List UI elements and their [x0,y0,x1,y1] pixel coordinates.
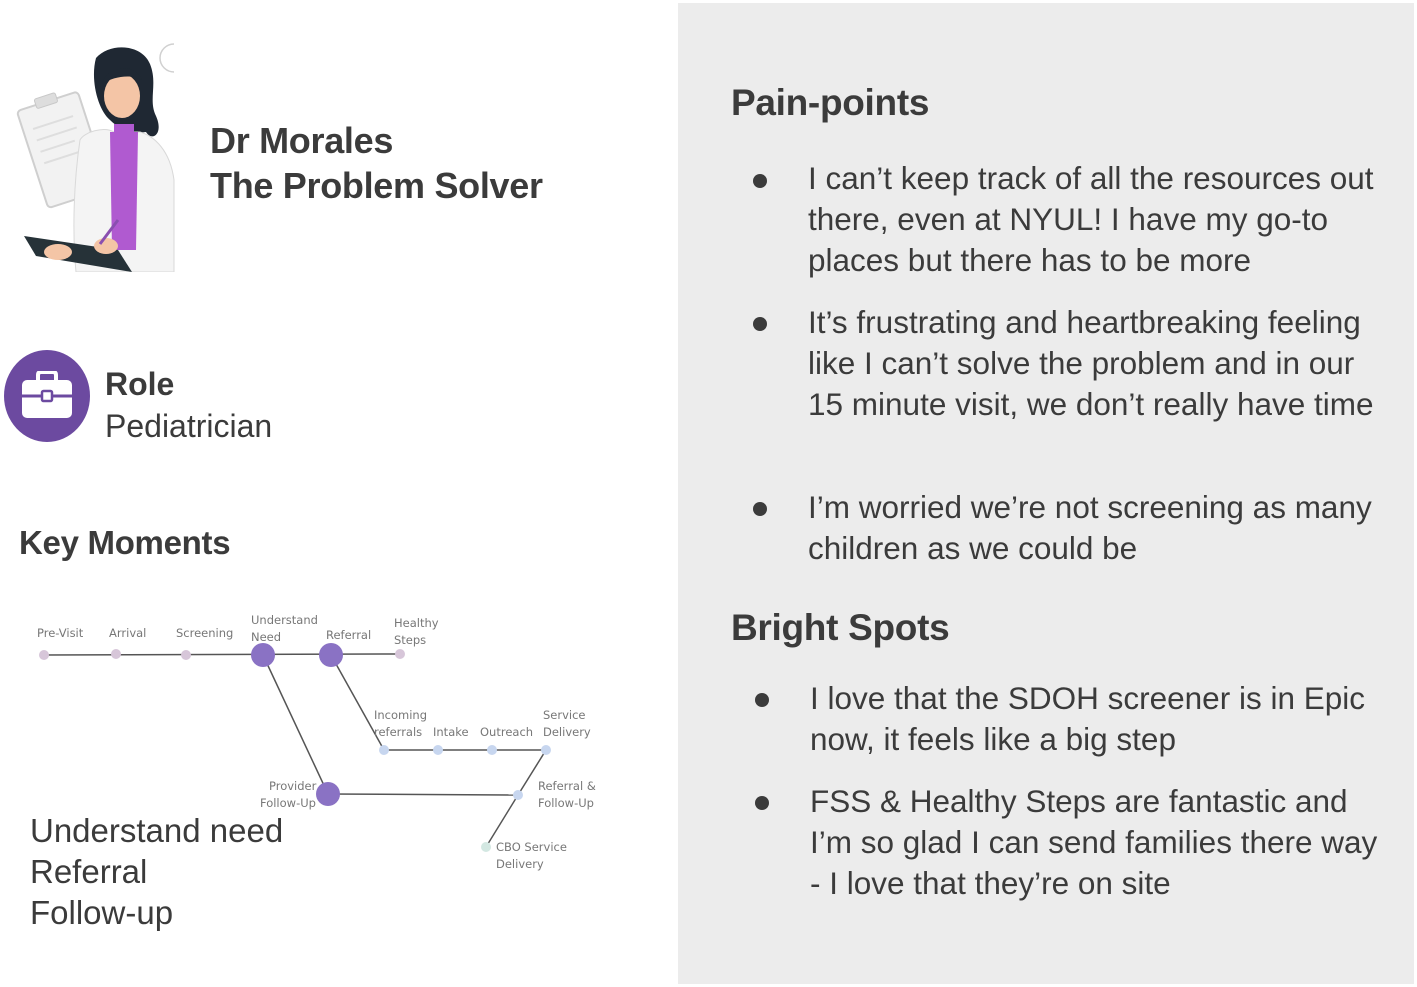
intake-node [433,745,443,755]
referral-node [319,643,343,667]
role-label: Role [105,366,175,402]
journey-label-need: Need [251,630,281,644]
journey-map: Pre-Visit Arrival Screening Understand N… [37,613,596,871]
service-delivery-node [541,745,551,755]
role-value: Pediatrician [105,408,273,444]
journey-label-understand: Understand [251,613,318,627]
persona-panel: Dr Morales The Problem Solver Role Pedia… [0,0,678,987]
journey-label-healthy: Healthy [394,616,439,630]
bright-spot-item: FSS & Healthy Steps are fantastic and I’… [810,783,1378,901]
referral-followup-node [513,790,523,800]
pain-points-heading: Pain-points [731,82,930,123]
screening-node [181,650,191,660]
journey-label-referral-followup: Follow-Up [538,796,594,810]
key-moments-heading: Key Moments [19,524,231,561]
key-moment-item: Follow-up [30,894,174,931]
understand-need-node [251,643,275,667]
journey-label-referral: Referral [326,628,371,642]
bright-spot-item: I love that the SDOH screener is in Epic… [810,680,1365,757]
journey-label-intake: Intake [433,725,469,739]
pain-point-item: It’s frustrating and heartbreaking feeli… [808,304,1374,422]
incoming-referrals-node [379,745,389,755]
journey-label-referral-and: Referral & [538,779,596,793]
pain-point-item: I’m worried we’re not screening as many … [808,489,1372,566]
journey-label-screening: Screening [176,626,233,640]
key-moment-item: Referral [30,853,148,890]
key-moments-list: Understand need Referral Follow-up [30,810,283,933]
doctor-illustration [14,40,182,273]
journey-label-steps: Steps [394,633,426,647]
journey-label-delivery: Delivery [543,725,591,739]
provider-followup-node [316,782,340,806]
insights-panel: Pain-points I can’t keep track of all th… [678,3,1414,984]
journey-label-outreach: Outreach [480,725,533,739]
pre-visit-node [39,650,49,660]
persona-title: The Problem Solver [210,165,543,206]
briefcase-icon [22,371,72,418]
bullet-icon [753,174,767,188]
journey-label-arrival: Arrival [109,626,146,640]
journey-label-incoming: Incoming [374,708,427,722]
bullet-icon [755,796,769,810]
journey-label-provider: Provider [269,779,317,793]
cbo-service-delivery-node [481,842,491,852]
journey-label-cbo-delivery: Delivery [496,857,544,871]
key-moment-item: Understand need [30,812,284,849]
role-badge [4,350,90,442]
pain-point-item: I can’t keep track of all the resources … [808,160,1374,278]
journey-label-pre-visit: Pre-Visit [37,626,84,640]
journey-label-cbo-service: CBO Service [496,840,567,854]
bullet-icon [755,693,769,707]
journey-label-provider-followup: Follow-Up [260,796,316,810]
journey-label-service: Service [543,708,586,722]
persona-name: Dr Morales [210,120,394,161]
bullet-icon [753,502,767,516]
bullet-icon [753,317,767,331]
journey-label-referrals: referrals [374,725,422,739]
healthy-steps-node [395,649,405,659]
outreach-node [487,745,497,755]
arrival-node [111,649,121,659]
bright-spots-heading: Bright Spots [731,607,950,648]
